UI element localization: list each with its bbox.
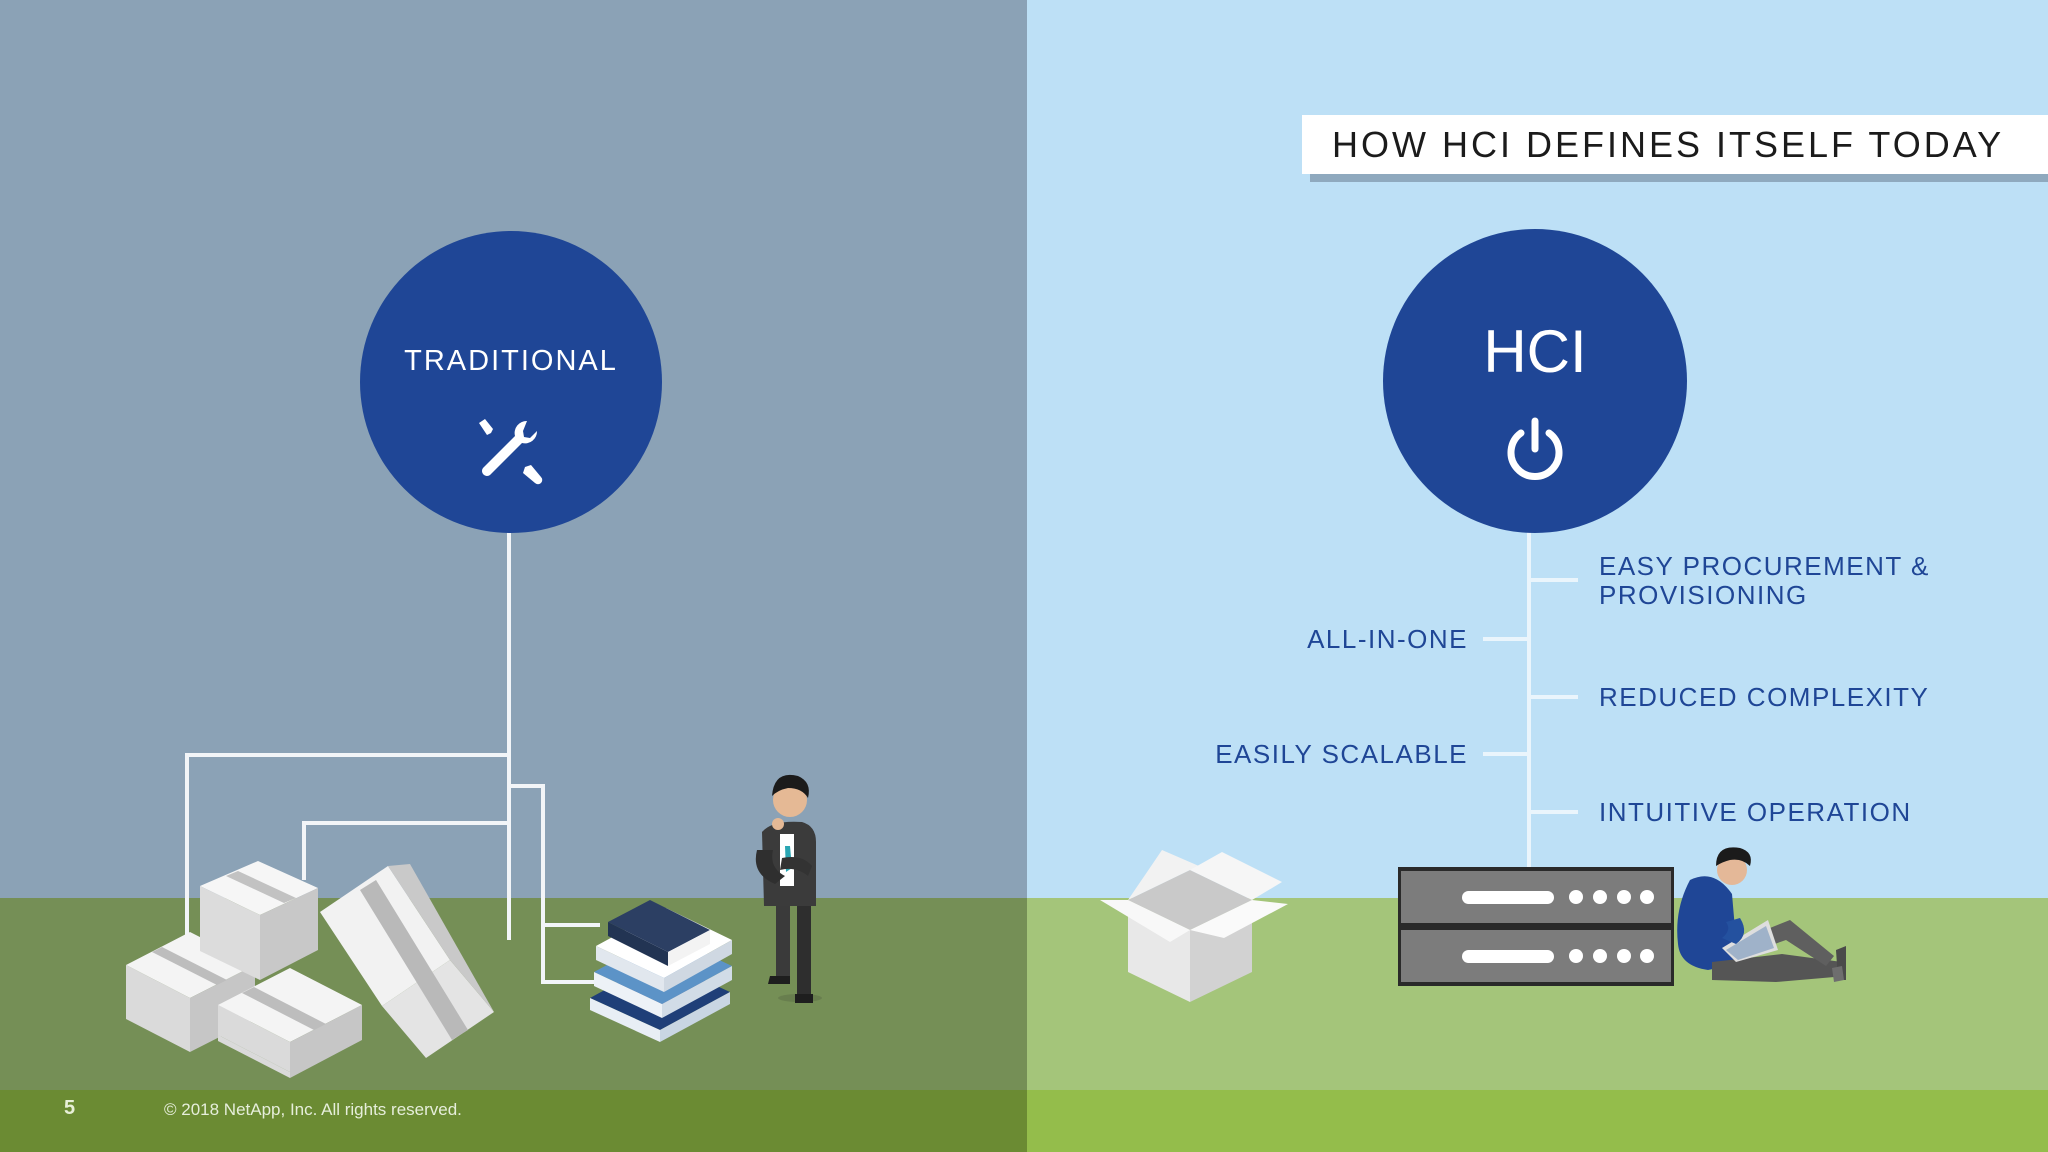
feature-line: PROVISIONING [1599,580,1808,610]
left-footer-band [0,1090,1027,1152]
power-icon [1507,417,1563,480]
hci-circle: HCI [1383,229,1687,533]
copyright-text: © 2018 NetApp, Inc. All rights reserved. [164,1100,462,1119]
thinking-man-figure [755,774,822,1003]
title-box: HOW HCI DEFINES ITSELF TODAY [1302,115,2048,174]
person-with-laptop-figure [1677,847,1846,982]
cardboard-boxes-pile [126,861,494,1078]
hci-label: HCI [1483,318,1587,385]
tools-icon [479,419,543,485]
feature-intuitive-operation: INTUITIVE OPERATION [1599,797,1912,827]
traditional-connector-lines [185,530,600,984]
feature-all-in-one: ALL-IN-ONE [1307,624,1468,654]
feature-line: EASY PROCUREMENT & [1599,551,1930,581]
page-number: 5 [64,1097,76,1119]
books-stack [590,900,732,1042]
feature-easy-procurement: EASY PROCUREMENT & PROVISIONING [1599,552,1930,610]
right-footer-band [1027,1090,2048,1152]
traditional-label: TRADITIONAL [404,345,618,377]
traditional-circle: TRADITIONAL [360,231,662,533]
feature-easily-scalable: EASILY SCALABLE [1215,739,1468,769]
server-rack [1398,867,1674,986]
feature-reduced-complexity: REDUCED COMPLEXITY [1599,682,1930,712]
hci-connector-lines [1483,530,1578,868]
open-box [1100,850,1288,1002]
slide-title: HOW HCI DEFINES ITSELF TODAY [1332,123,2005,165]
